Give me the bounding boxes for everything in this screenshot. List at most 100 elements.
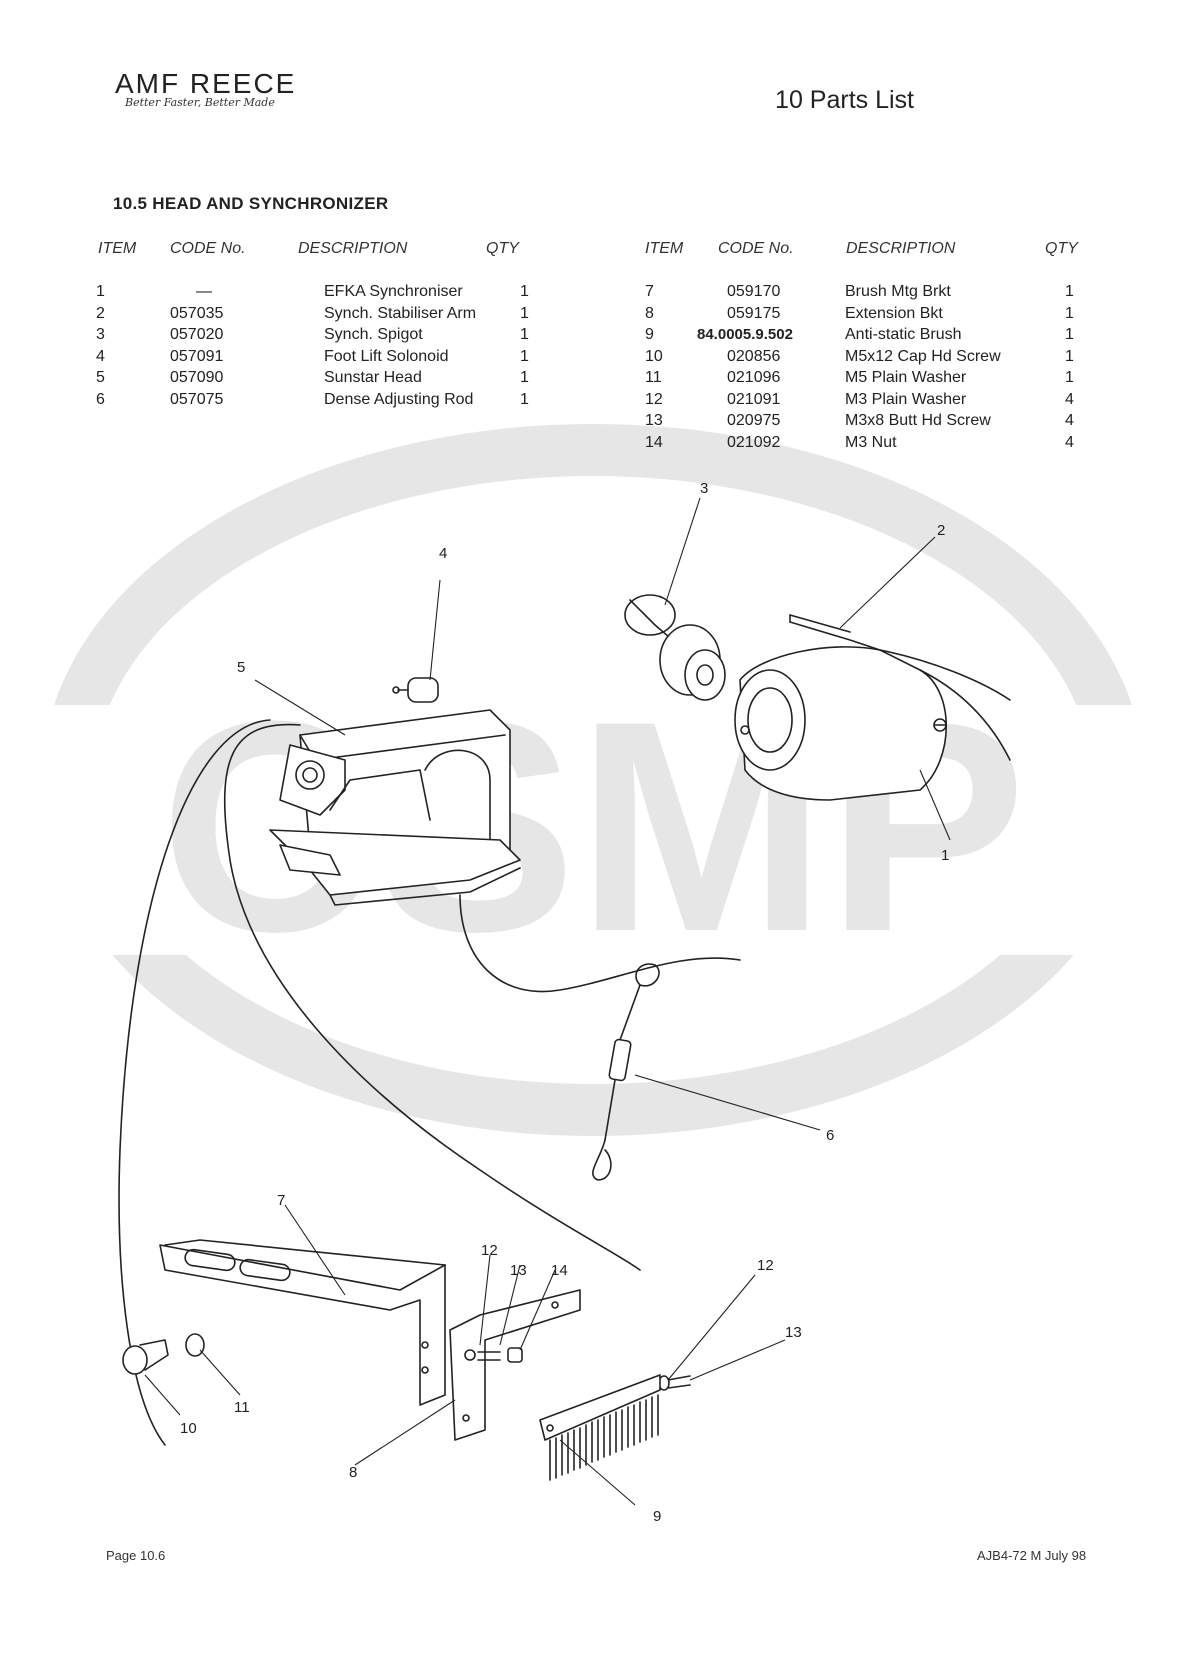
sunstar-head (269, 709, 521, 906)
col-header-item-left: ITEM (98, 240, 137, 257)
cap-head-screw (122, 1339, 169, 1375)
table-row: 9 84.0005.9.502 Anti-static Brush 1 (645, 324, 1074, 346)
table-row: 13 020975 M3x8 Butt Hd Screw 4 (645, 410, 1074, 432)
table-row: 2 057035 Synch. Stabiliser Arm 1 (96, 303, 529, 325)
qty-cell: 1 (520, 369, 529, 386)
table-row: 3 057020 Synch. Spigot 1 (96, 324, 529, 346)
callout-6: 6 (826, 1127, 834, 1144)
callout-9: 9 (653, 1508, 661, 1525)
plain-washer (185, 1333, 205, 1357)
cable (224, 723, 641, 1271)
company-logo: AMF REECE (115, 68, 297, 99)
parts-table-right: 7 059170 Brush Mtg Brkt 1 8 059175 Exten… (645, 281, 1074, 453)
col-header-description-left: DESCRIPTION (298, 240, 408, 257)
item-cell: 7 (645, 283, 654, 300)
callout-13-right: 13 (785, 1324, 802, 1341)
description-cell: Extension Bkt (845, 304, 943, 322)
qty-cell: 1 (520, 283, 529, 300)
description-cell: Synch. Stabiliser Arm (324, 304, 477, 322)
item-cell: 5 (96, 369, 105, 386)
table-row: 8 059175 Extension Bkt 1 (645, 303, 1074, 325)
foot-lift-solenoid (392, 677, 439, 703)
qty-cell: 1 (1065, 283, 1074, 300)
item-cell: 9 (645, 326, 654, 343)
code-cell: 057020 (170, 326, 224, 343)
code-text: 021096 (727, 369, 781, 386)
table-row: 7 059170 Brush Mtg Brkt 1 (645, 281, 1074, 303)
section-title: 10 Parts List (775, 86, 914, 114)
logo-tagline: Better Faster, Better Made (125, 96, 275, 109)
code-cell: — (196, 283, 212, 300)
description-cell: M5 Plain Washer (845, 369, 967, 386)
qty-cell: 1 (520, 326, 529, 343)
code-cell: 057091 (170, 347, 224, 365)
col-header-item-right: ITEM (645, 240, 684, 257)
callout-10: 10 (180, 1420, 197, 1437)
description-cell: M3 Nut (845, 433, 897, 451)
col-header-qty-left: QTY (486, 240, 519, 257)
col-header-description-right: DESCRIPTION (846, 240, 956, 257)
item-cell: 1 (96, 283, 105, 300)
qty-cell: 1 (520, 304, 529, 322)
callout-14: 14 (551, 1262, 568, 1279)
callout-2: 2 (937, 522, 945, 539)
item-cell: 14 (645, 433, 663, 451)
leader-lines (144, 497, 951, 1506)
description-cell: Dense Adjusting Rod (324, 390, 474, 408)
item-cell: 6 (96, 390, 105, 408)
code-cell: 84.0005.9.502 (697, 324, 845, 346)
code-text: 021092 (727, 433, 781, 451)
item-cell: 2 (96, 304, 105, 322)
code-cell: 059175 (717, 303, 845, 325)
item-cell: 4 (96, 347, 105, 365)
code-cell: 020856 (717, 346, 845, 368)
table-row: 6 057075 Dense Adjusting Rod 1 (96, 389, 529, 411)
table-row: 10 020856 M5x12 Cap Hd Screw 1 (645, 346, 1074, 368)
anti-static-brush (539, 1374, 661, 1481)
callout-7: 7 (277, 1192, 285, 1209)
item-cell: 3 (96, 326, 105, 343)
qty-cell: 1 (1065, 369, 1074, 386)
cable-left (118, 719, 271, 1446)
extension-bracket (449, 1289, 581, 1441)
callout-12-right: 12 (757, 1257, 774, 1274)
callout-8: 8 (349, 1464, 357, 1481)
description-cell: Synch. Spigot (324, 326, 423, 343)
qty-cell: 4 (1065, 433, 1074, 451)
code-cell: 059170 (717, 281, 845, 303)
table-row: 5 057090 Sunstar Head 1 (96, 367, 529, 389)
code-text: 059175 (727, 304, 781, 322)
table-row: 4 057091 Foot Lift Solonoid 1 (96, 346, 529, 368)
description-cell: EFKA Synchroniser (324, 283, 463, 300)
code-text: 84.0005.9.502 (697, 326, 793, 343)
qty-cell: 4 (1065, 390, 1074, 408)
col-header-code-left: CODE No. (170, 240, 246, 257)
code-text: 020856 (727, 347, 781, 365)
table-row: 14 021092 M3 Nut 4 (645, 432, 1074, 454)
item-cell: 8 (645, 304, 654, 322)
qty-cell: 1 (1065, 347, 1074, 365)
callout-1: 1 (941, 847, 949, 864)
code-text: 021091 (727, 390, 781, 408)
callout-4: 4 (439, 545, 447, 562)
code-text: 059170 (727, 283, 781, 300)
dense-adjusting-rod (592, 963, 660, 1181)
col-header-qty-right: QTY (1045, 240, 1078, 257)
code-text: 020975 (727, 412, 781, 429)
code-cell: 021092 (717, 432, 845, 454)
item-cell: 12 (645, 390, 663, 408)
parts-heading: 10.5 HEAD AND SYNCHRONIZER (113, 194, 389, 213)
item-cell: 11 (645, 369, 662, 386)
code-cell: 020975 (717, 410, 845, 432)
item-cell: 13 (645, 412, 663, 429)
table-row: 1 — EFKA Synchroniser 1 (96, 281, 529, 303)
col-header-code-right: CODE No. (718, 240, 794, 257)
code-cell: 057090 (170, 369, 224, 386)
description-cell: Brush Mtg Brkt (845, 283, 951, 300)
document-reference: AJB4-72 M July 98 (977, 1548, 1087, 1563)
table-row: 11 021096 M5 Plain Washer 1 (645, 367, 1074, 389)
callout-13-left: 13 (510, 1262, 527, 1279)
code-cell: 057075 (170, 390, 224, 408)
